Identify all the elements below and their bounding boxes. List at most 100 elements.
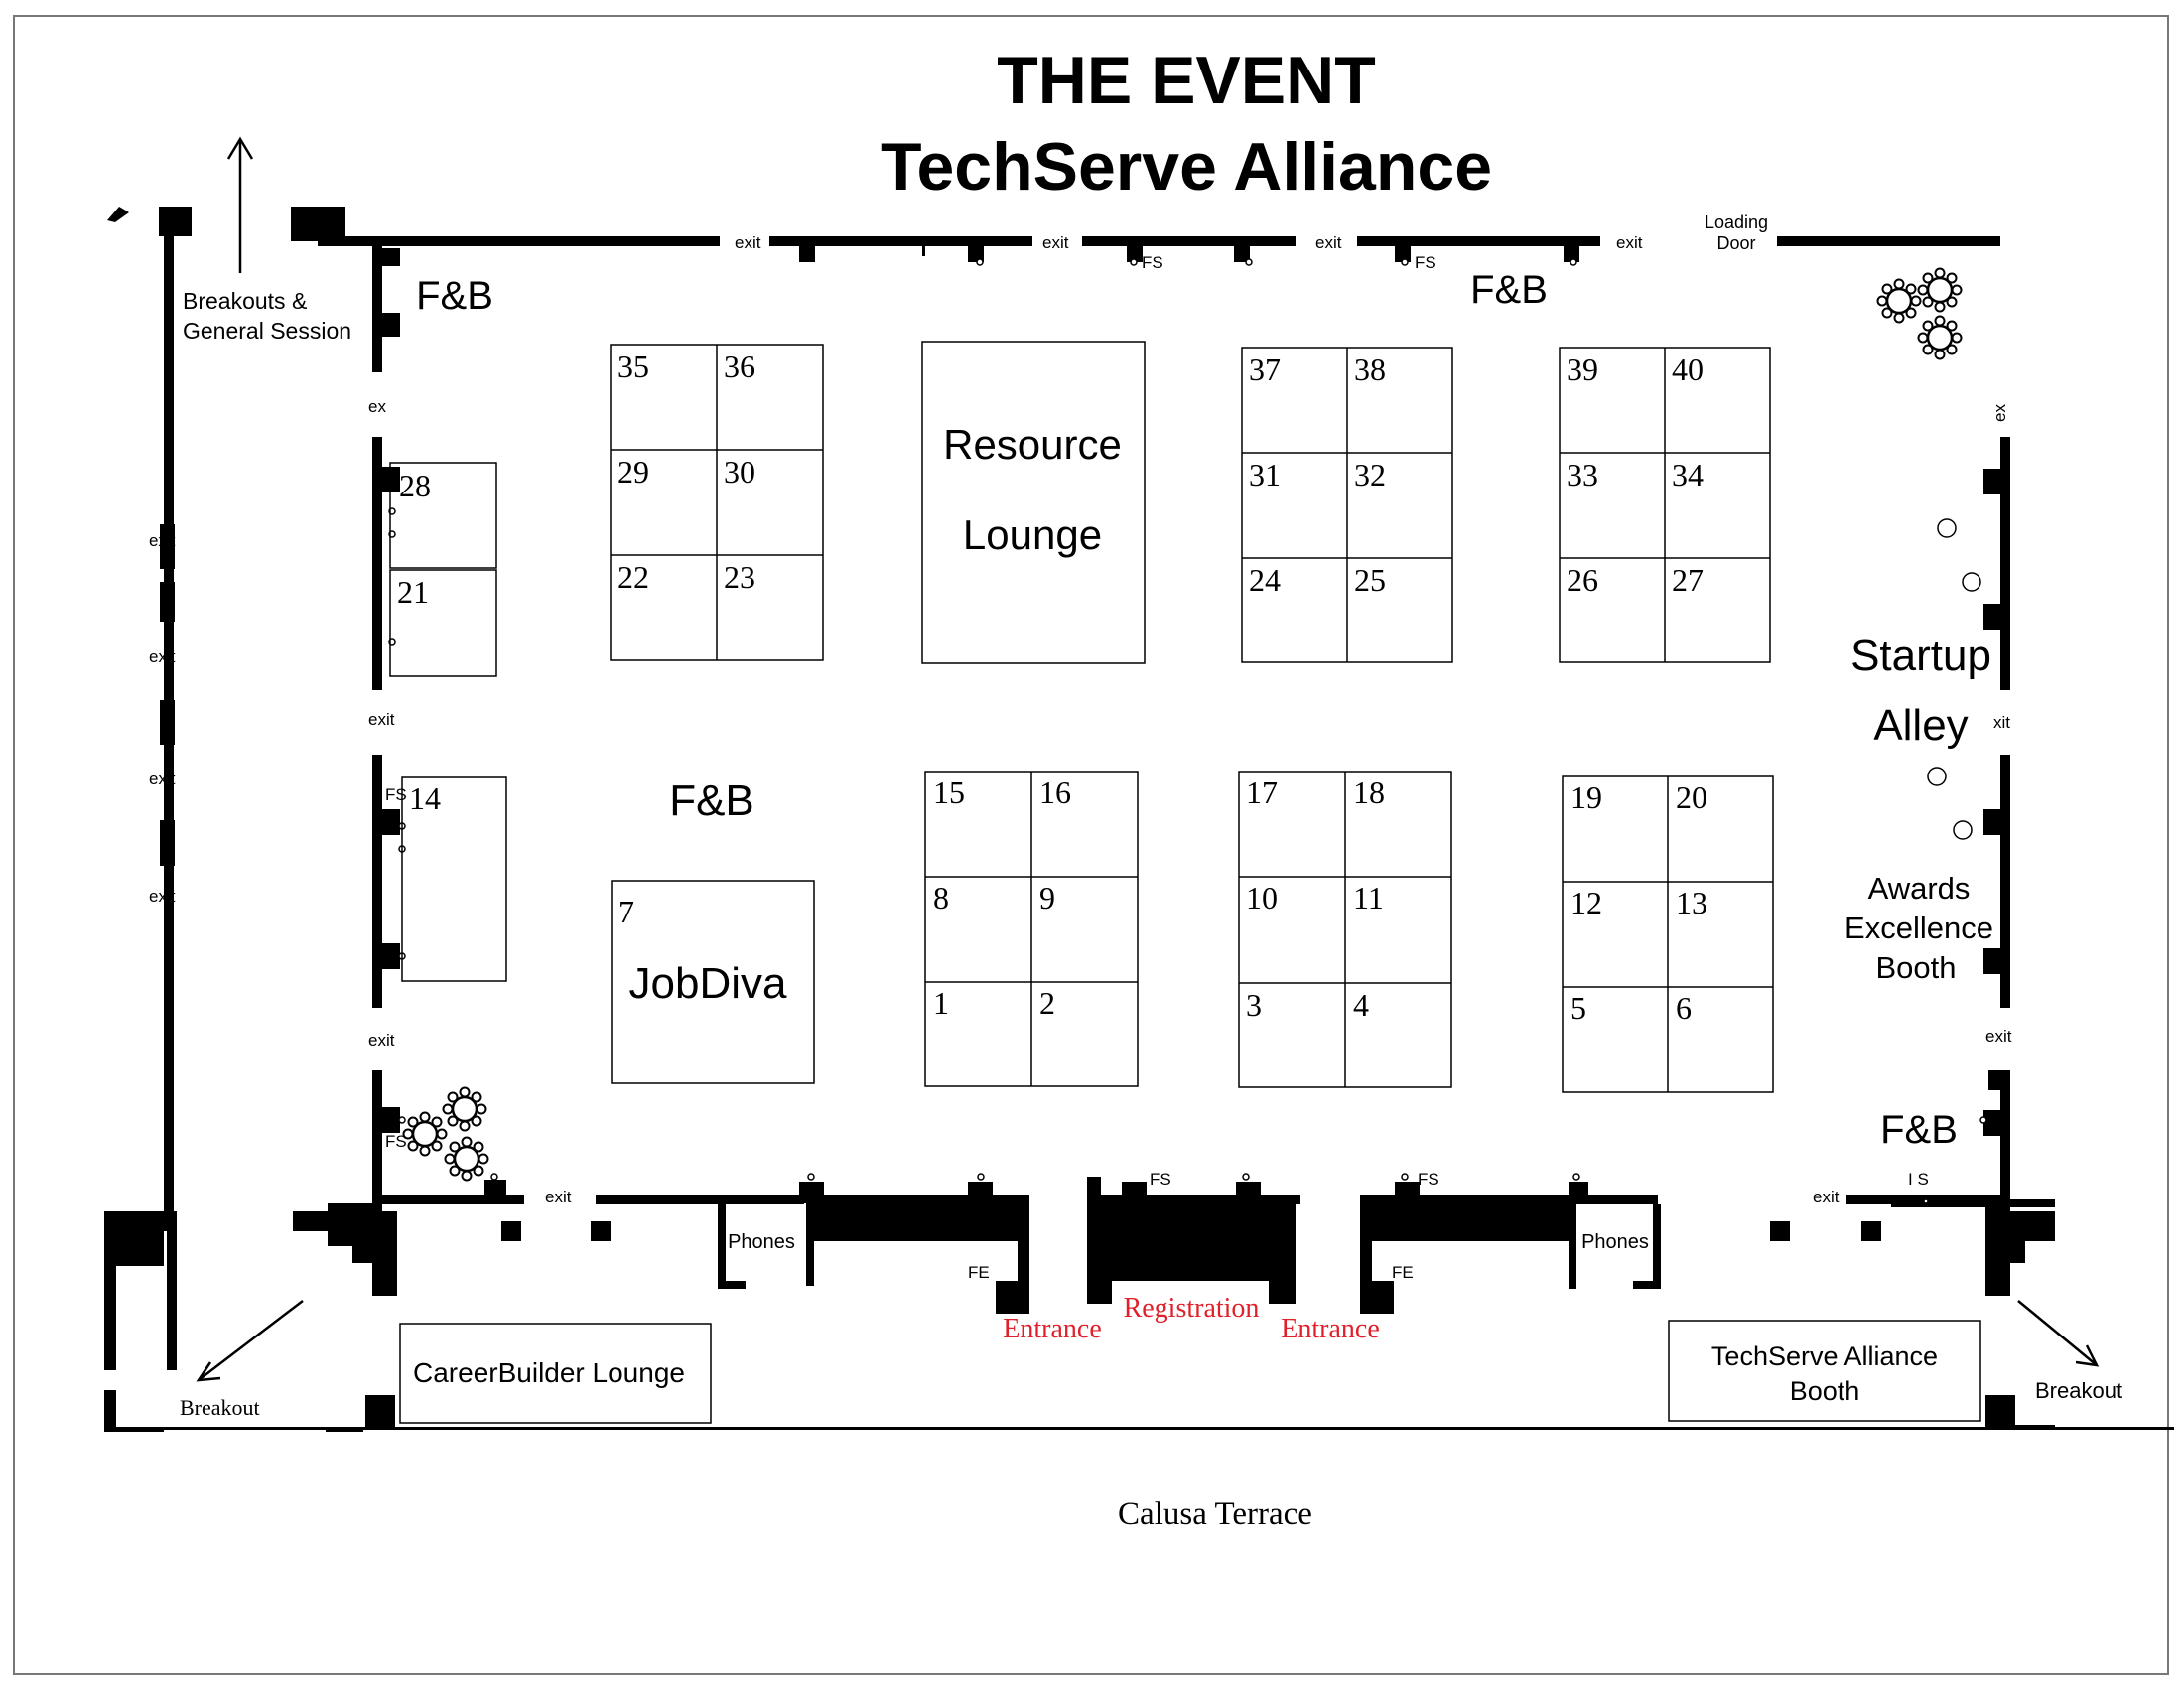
top-left-post (159, 207, 192, 236)
pillar (1770, 1221, 1790, 1241)
entrance-right-door-frame (1372, 1281, 1394, 1314)
wall-marker (1979, 1116, 1987, 1124)
jobdiva-label: JobDiva (629, 959, 787, 1008)
booth-3-number: 3 (1246, 987, 1262, 1023)
chair-icon (473, 1165, 484, 1177)
chair-icon (431, 1116, 443, 1128)
booth-4-number: 4 (1353, 987, 1369, 1023)
loading-door-label: Door (1716, 233, 1755, 253)
inner-left-wall (372, 240, 382, 372)
booth-21-number: 21 (397, 574, 429, 610)
pillar (484, 1180, 506, 1199)
exit-label: exit (545, 1188, 572, 1206)
wall-marker (1401, 258, 1409, 266)
phones-booth-wall (806, 1201, 814, 1286)
careerbuilder-lounge-box (399, 1323, 712, 1424)
booth-5-number: 5 (1570, 990, 1586, 1026)
chair-icon (1934, 267, 1946, 279)
bottom-boundary (104, 1427, 164, 1432)
inner-right-wall (2000, 755, 2010, 1008)
chair-icon (471, 1115, 482, 1127)
booth-7-number: 7 (618, 894, 634, 929)
awards-booth-label: Excellence (1844, 911, 1993, 945)
pillar (380, 1107, 400, 1133)
booth-20-number: 20 (1676, 779, 1707, 815)
chair-icon (1934, 349, 1946, 360)
chair-icon (1922, 296, 1934, 308)
exit-label: exit (1985, 1027, 2012, 1046)
chair-icon (402, 1128, 414, 1140)
booth-40-number: 40 (1672, 352, 1704, 387)
bottom-boundary (2015, 1425, 2055, 1430)
fb-label: F&B (669, 776, 754, 825)
pillar (1983, 1110, 2003, 1136)
pillar (380, 248, 400, 266)
inner-left-wall (372, 755, 382, 1008)
outer-left-wall-jamb (160, 700, 175, 745)
techserve-booth-label: TechServe Alliance (1711, 1341, 1938, 1371)
wall-marker (977, 1173, 985, 1181)
round-table-icon (1917, 315, 1963, 360)
pillar (968, 244, 984, 262)
breakout-label: Breakout (180, 1395, 260, 1420)
top-left-post (107, 207, 129, 222)
pillar (1127, 244, 1143, 262)
bottom-wall-segment (1891, 1199, 2055, 1207)
chair-icon (1905, 283, 1917, 295)
down-left-arrow-icon (196, 1361, 221, 1382)
chair-icon (461, 1170, 473, 1182)
chair-icon (447, 1091, 459, 1103)
chair-icon (431, 1140, 443, 1152)
round-tables (402, 267, 1963, 1182)
entrance-label: Entrance (1281, 1314, 1380, 1344)
table-top-icon (1926, 324, 1954, 352)
table-top-icon (451, 1095, 478, 1123)
chair-icon (471, 1091, 482, 1103)
chair-icon (447, 1115, 459, 1127)
table-top-icon (1885, 287, 1913, 315)
chair-icon (461, 1136, 473, 1148)
booth-2-number: 2 (1039, 985, 1055, 1021)
bottom-right-corner-block (1985, 1204, 2055, 1296)
table-top-icon (411, 1120, 439, 1148)
pillar (1985, 1395, 2015, 1430)
booth-35-number: 35 (617, 349, 649, 384)
booth-12-number: 12 (1570, 885, 1602, 920)
booth-33-number: 33 (1567, 457, 1598, 492)
chair-icon (1922, 344, 1934, 355)
chair-icon (449, 1165, 461, 1177)
booth-28-number: 28 (399, 468, 431, 503)
booth-32-number: 32 (1354, 457, 1386, 492)
outer-left-wall (167, 1211, 177, 1370)
high-top-table (1953, 820, 1973, 840)
top-wall-segment (769, 236, 1032, 246)
booth-18-number: 18 (1353, 774, 1385, 810)
booth-34-number: 34 (1672, 457, 1704, 492)
booth-box-28 (389, 462, 497, 569)
wall-marker (1242, 1173, 1250, 1181)
pillar (1569, 1182, 1588, 1203)
outer-left-wall-jamb (160, 820, 175, 866)
booth-25-number: 25 (1354, 562, 1386, 598)
fs-label: FS (1415, 253, 1436, 272)
chair-icon (1934, 301, 1946, 313)
resource-lounge-box (921, 341, 1146, 664)
booth-box-7 (611, 880, 815, 1084)
fs-label: FS (1418, 1170, 1439, 1189)
chair-icon (1893, 312, 1905, 324)
down-right-arrow-icon (2017, 1300, 2098, 1366)
booth-26-number: 26 (1567, 562, 1598, 598)
chair-icon (478, 1153, 489, 1165)
exit-label: ex (1990, 404, 2009, 422)
booth-15-number: 15 (933, 774, 965, 810)
breakouts-label: Breakouts & (183, 288, 307, 314)
round-table-icon (1876, 278, 1922, 324)
pillar (1564, 244, 1579, 262)
fs-label: FS (385, 785, 407, 804)
top-wall-segment (1777, 236, 2000, 246)
booth-14-number: 14 (409, 780, 441, 816)
chair-icon (1922, 272, 1934, 284)
chair-icon (1946, 272, 1958, 284)
